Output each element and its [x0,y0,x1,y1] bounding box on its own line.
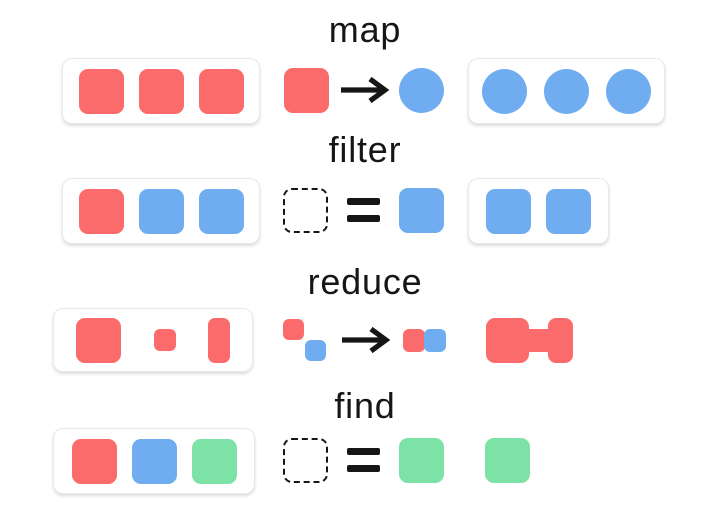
red-square-shape [78,68,124,114]
red-tall-rect-part [548,317,573,363]
arrow-icon [341,76,389,104]
blue-circle-shape [544,68,589,114]
blue-circle-shape [482,68,527,114]
map-title: map [328,9,402,50]
blue-small-square-shape [424,328,446,352]
equals-icon [347,198,380,222]
green-square-shape [485,437,530,483]
map-operation [277,58,463,122]
blue-square-shape [138,188,184,234]
reduce-title: reduce [307,261,423,302]
reduce-operation [277,308,463,372]
equals-bar [347,215,380,222]
red-square-shape [76,317,121,363]
find-output-result [485,428,685,492]
blue-circle-shape [606,68,651,114]
red-small-square-shape [403,328,425,352]
find-input-array [53,428,255,494]
equals-icon [347,448,380,472]
blue-square-shape [486,188,531,234]
map-row: map [0,8,720,124]
filter-row: filter [0,128,720,244]
red-bridge-part [526,328,551,352]
blue-square-shape [198,188,244,234]
reduce-row: reduce [0,260,720,374]
accumulator-pair-shape [283,318,327,362]
red-square-shape [71,438,117,484]
blue-square-shape [399,187,444,233]
map-output-array [468,58,665,124]
reduce-input-array [53,308,253,372]
find-title: find [334,385,396,426]
red-small-square-shape [283,318,304,340]
red-square-shape [138,68,184,114]
red-merged-result-shape [486,317,573,363]
filter-input-array [62,178,260,244]
red-big-square-part [486,317,529,363]
dashed-placeholder-square [283,437,328,483]
arrow-icon [342,326,390,354]
green-square-shape [399,437,444,483]
green-square-shape [191,438,237,484]
blue-square-shape [546,188,591,234]
blue-circle-shape [399,67,444,113]
combined-pair-shape [403,328,446,352]
blue-small-square-shape [305,339,326,361]
red-square-shape [198,68,244,114]
dashed-placeholder-square [283,187,328,233]
blue-square-shape [131,438,177,484]
red-square-shape [284,67,329,113]
reduce-output-result [486,308,686,372]
equals-bar [347,448,380,455]
equals-bar [347,465,380,472]
filter-title: filter [328,129,402,170]
filter-operation [277,178,463,242]
find-row: find [0,384,720,494]
filter-output-array [468,178,609,244]
equals-bar [347,198,380,205]
red-square-shape [78,188,124,234]
map-input-array [62,58,260,124]
red-small-square-shape [153,329,176,351]
find-operation [277,428,463,492]
red-tall-rect-shape [208,317,230,363]
